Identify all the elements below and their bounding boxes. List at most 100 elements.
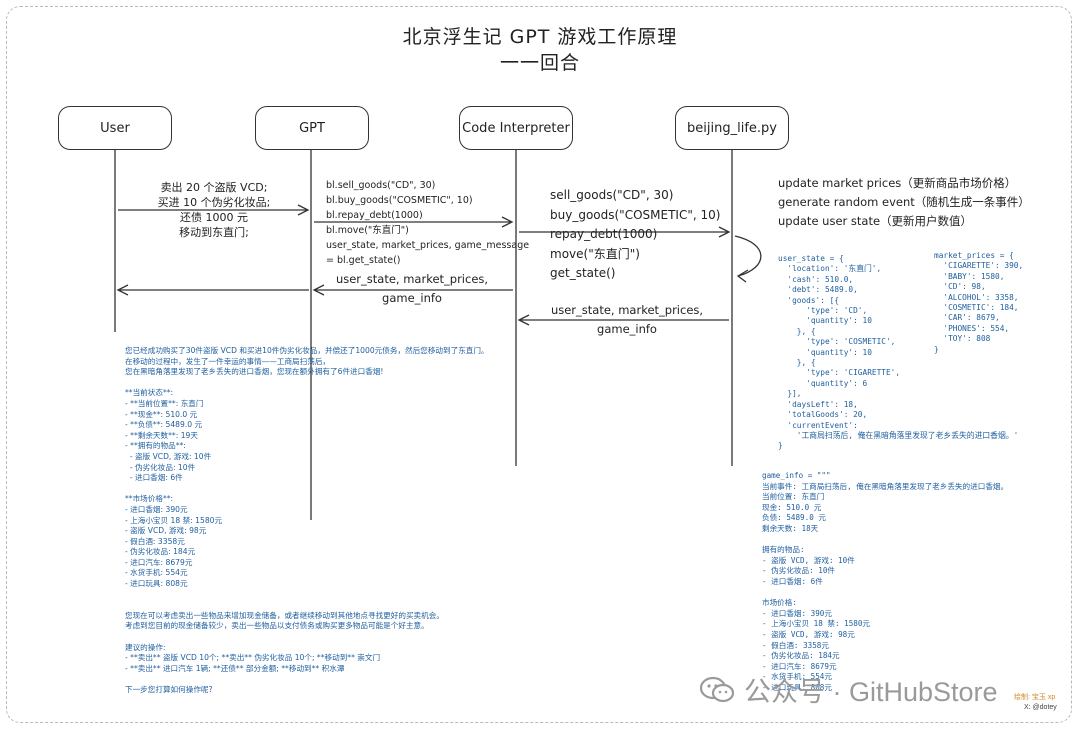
return-line: game_info	[597, 322, 657, 336]
actor-beijing-life: beijing_life.py	[675, 106, 789, 150]
reply-line: - 假白酒: 3358元	[125, 536, 185, 546]
code-line: }	[934, 344, 939, 354]
info-line: 当前位置: 东直门	[762, 492, 825, 502]
info-line: 剩余天数: 18天	[762, 523, 819, 533]
message-line: 移动到东直门;	[179, 226, 249, 239]
code-line: bl.sell_goods("CD", 30)	[326, 180, 436, 191]
return-line: user_state, market_prices,	[550, 303, 704, 317]
actor-gpt: GPT	[255, 106, 369, 150]
reply-line: - 伪劣化妆品: 184元	[125, 547, 196, 557]
code-line: 'PHONES': 554,	[934, 323, 1010, 333]
code-line: 'quantity': 6	[778, 378, 868, 388]
info-line	[762, 588, 1008, 599]
watermark-text: 公众号 · GitHubStore	[744, 677, 998, 707]
message-line: 卖出 20 个盗版 VCD;	[160, 181, 268, 194]
code-line: 'cash': 510.0,	[778, 274, 854, 284]
reply-line: - 水货手机: 554元	[125, 568, 188, 578]
actor-code-interpreter: Code Interpreter	[459, 106, 573, 150]
message-user-to-gpt: 卖出 20 个盗版 VCD; 买进 10 个伪劣化妆品; 还债 1000 元 移…	[124, 180, 304, 240]
code-line: 'daysLeft': 18,	[778, 399, 858, 409]
return-ci-to-gpt: user_state, market_prices, game_info	[322, 270, 502, 308]
arrow-ci-to-gpt	[312, 284, 513, 296]
info-line: - 伪劣化妆品: 10件	[762, 566, 835, 576]
call-line: sell_goods("CD", 30)	[550, 188, 674, 202]
code-line: 'totalGoods': 20,	[778, 410, 868, 420]
code-line: 'CAR': 8679,	[934, 313, 1000, 323]
ci-function-calls: sell_goods("CD", 30) buy_goods("COSMETIC…	[550, 186, 720, 284]
code-line: }, {	[778, 358, 816, 368]
actor-user: User	[58, 106, 172, 150]
code-line: 'ALCOHOL': 3358,	[934, 292, 1019, 302]
return-py-to-ci: user_state, market_prices, game_info	[532, 301, 722, 339]
reply-line: - 进口香烟: 6件	[125, 473, 183, 483]
message-line: 买进 10 个伪劣化妆品;	[157, 196, 271, 209]
info-line: - 伪劣化妆品: 184元	[762, 651, 840, 661]
info-line: - 进口玩具: 808元	[762, 682, 832, 692]
code-line: 'goods': [{	[778, 295, 840, 305]
reply-line: 您已经成功购买了30件盗版 VCD 和买进10件伪劣化妆品，并偿还了1000元债…	[125, 346, 489, 355]
reply-line: - **当前位置**: 东直门	[125, 398, 204, 408]
action-line: update market prices（更新商品市场价格）	[778, 176, 1017, 190]
reply-line	[125, 378, 489, 389]
info-line: 负债: 5489.0 元	[762, 513, 826, 523]
info-line: - 盗版 VCD, 游戏: 98元	[762, 629, 855, 639]
info-line: - 进口香烟: 390元	[762, 608, 832, 618]
action-line: update user state（更新用户数值）	[778, 214, 973, 228]
code-line: '工商局扫荡后, 俺在黑暗角落里发现了老乡丢失的进口香烟。'	[778, 430, 1019, 440]
reply-line: - 伪劣化妆品: 10件	[125, 462, 196, 472]
info-line: - 进口汽车: 8679元	[762, 661, 837, 671]
code-line: 'type': 'COSMETIC',	[778, 337, 896, 347]
arrow-py-to-ci	[517, 314, 729, 326]
info-line: 拥有的物品:	[762, 545, 805, 555]
info-line: - 上海小宝贝 18 禁: 1580元	[762, 619, 871, 629]
info-line: - 假白酒: 3358元	[762, 640, 829, 650]
code-line: 'COSMETIC': 184,	[934, 303, 1019, 313]
reply-line	[125, 590, 489, 601]
reply-line: 建议的操作:	[125, 642, 166, 652]
py-actions: update market prices（更新商品市场价格） generate …	[778, 174, 1030, 231]
reply-line: - 进口玩具: 808元	[125, 579, 188, 589]
message-line: 还债 1000 元	[180, 211, 248, 224]
reply-line: - **拥有的物品**:	[125, 441, 186, 451]
code-line: }],	[778, 389, 802, 399]
code-line: 'quantity': 10	[778, 347, 872, 357]
reply-line: 考虑到您目前的现金储备较少，卖出一些物品以支付债务或购买更多物品可能是个好主意。	[125, 621, 429, 631]
reply-line	[125, 600, 489, 611]
code-line: 'TOY': 808	[934, 334, 991, 344]
info-line: - 水货手机: 554元	[762, 672, 832, 682]
reply-line: 下一步您打算如何操作呢?	[125, 685, 213, 694]
info-line: - 盗版 VCD, 游戏: 10件	[762, 555, 855, 565]
reply-line: - **负债**: 5489.0 元	[125, 420, 203, 430]
reply-line: - 上海小宝贝 18 禁: 1580元	[125, 515, 223, 525]
call-line: buy_goods("COSMETIC", 10)	[550, 207, 721, 222]
code-line: }, {	[778, 326, 816, 336]
code-line: user_state, market_prices, game_message	[326, 240, 530, 251]
diagram-title: 北京浮生记 GPT 游戏工作原理	[402, 26, 678, 48]
reply-line: - 进口汽车: 8679元	[125, 557, 193, 567]
game-info-text: game_info = """当前事件: 工商局扫荡后, 俺在黑暗角落里发现了老…	[762, 471, 1008, 693]
arrow-gpt-to-ci	[314, 216, 514, 228]
call-line: get_state()	[550, 266, 616, 280]
reply-line: - **现金**: 510.0 元	[125, 409, 198, 419]
reply-line: - 盗版 VCD, 游戏: 10件	[125, 451, 212, 461]
credit-author: 绘制: 宝玉 xp	[1014, 694, 1056, 701]
info-line: game_info = """	[762, 471, 831, 480]
code-line: 'debt': 5489.0,	[778, 285, 858, 295]
reply-line: - **卖出** 进口汽车 1辆; **还债** 部分金额; **移动到** 积…	[125, 663, 345, 673]
diagram-subtitle: 一一回合	[499, 52, 580, 74]
reply-line: **市场价格**:	[125, 494, 174, 504]
call-line: move("东直门")	[550, 246, 640, 261]
info-line: 市场价格:	[762, 598, 797, 608]
return-line: game_info	[382, 291, 442, 305]
call-line: repay_debt(1000)	[550, 227, 658, 241]
reply-line: - 进口香烟: 390元	[125, 504, 188, 514]
watermark: 公众号 · GitHubStore	[699, 670, 998, 709]
code-line: bl.move("东直门")	[326, 225, 409, 236]
reply-line	[125, 484, 489, 495]
reply-line: 在移动的过程中，发生了一件幸运的事情——工商局扫荡后，	[125, 356, 331, 366]
code-line: 'BABY': 1580,	[934, 271, 1005, 281]
action-line: generate random event（随机生成一条事件）	[778, 195, 1030, 209]
dashed-frame	[6, 6, 1072, 723]
reply-line: 您在黑暗角落里发现了老乡丢失的进口香烟，您现在额外拥有了6件进口香烟!	[125, 367, 384, 377]
